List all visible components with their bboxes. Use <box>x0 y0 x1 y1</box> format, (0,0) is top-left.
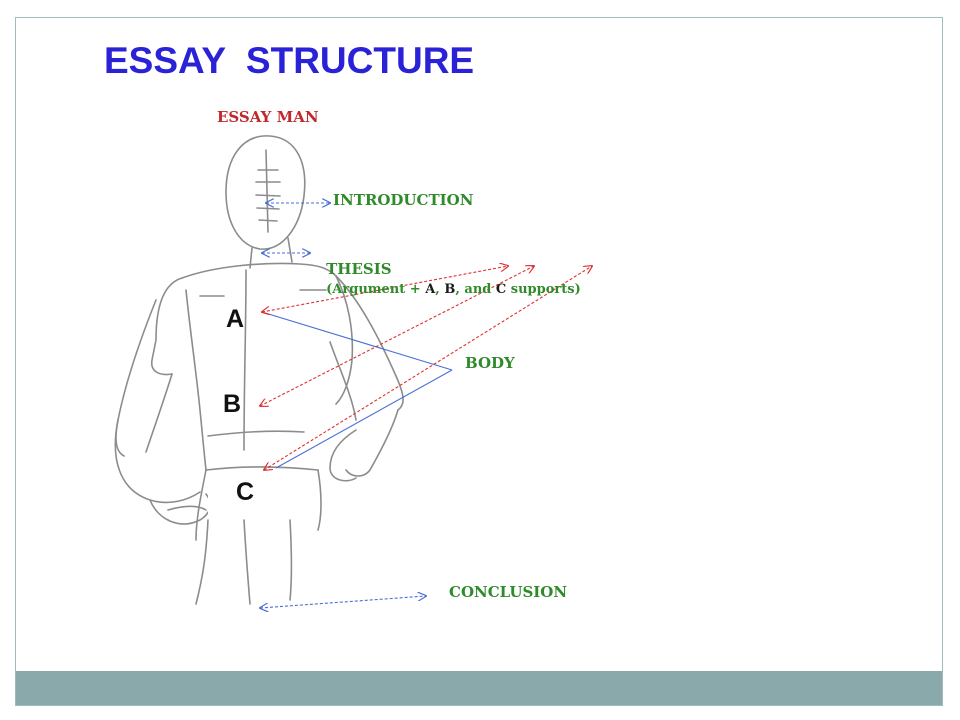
essay-man-label: ESSAY MAN <box>217 108 319 126</box>
leg-right <box>289 519 293 601</box>
thesis-detail-open: (Argument + <box>326 282 426 297</box>
face-tick-4 <box>256 207 280 210</box>
red-arrows <box>260 266 592 470</box>
neck-right <box>287 237 293 263</box>
part-c-letter: C <box>236 478 255 506</box>
belt-line <box>205 466 319 471</box>
left-forearm <box>114 419 201 504</box>
thesis-detail-a: A <box>425 282 436 297</box>
thesis-detail-sep1: , <box>435 282 445 297</box>
footer-bar <box>16 671 942 705</box>
thesis-label: THESIS (Argument + A, B, and C supports) <box>315 240 581 297</box>
shoulder-line <box>181 262 337 279</box>
body-label: BODY <box>465 354 515 372</box>
left-shoulder <box>150 277 183 376</box>
left-arm-outer <box>115 299 157 457</box>
support-c-arrow <box>264 266 592 470</box>
hip-left <box>195 469 207 541</box>
thesis-detail: (Argument + A, B, and C supports) <box>326 282 581 297</box>
part-a-letter: A <box>226 305 245 333</box>
torso-left <box>185 289 207 471</box>
face-tick-3 <box>255 194 281 197</box>
face-line <box>265 149 269 233</box>
thesis-detail-c: C <box>495 282 507 297</box>
introduction-label: INTRODUCTION <box>333 191 474 209</box>
conclusion-arrow <box>260 596 426 608</box>
thesis-detail-close: supports) <box>506 282 581 297</box>
part-b-letter: B <box>223 390 242 418</box>
waist-line <box>207 430 305 437</box>
conclusion-label: CONCLUSION <box>449 583 568 601</box>
thesis-title: THESIS <box>326 260 392 278</box>
hip-highlight <box>208 476 260 518</box>
blue-arrows <box>260 203 426 608</box>
body-line-a <box>261 311 453 371</box>
body-bracket <box>261 311 453 469</box>
right-forearm <box>345 409 399 477</box>
leg-left <box>195 519 209 605</box>
right-hand <box>329 429 357 482</box>
leg-inner <box>243 519 251 605</box>
thesis-detail-b: B <box>444 282 456 297</box>
left-knee-cap <box>167 505 207 511</box>
left-arm-inner <box>145 373 173 453</box>
thesis-detail-sep2: , and <box>455 282 496 297</box>
page-title: ESSAY STRUCTURE <box>104 40 475 81</box>
head-outline <box>225 135 306 250</box>
center-line <box>243 269 247 451</box>
face-tick-5 <box>258 219 278 222</box>
hip-right <box>317 469 322 531</box>
